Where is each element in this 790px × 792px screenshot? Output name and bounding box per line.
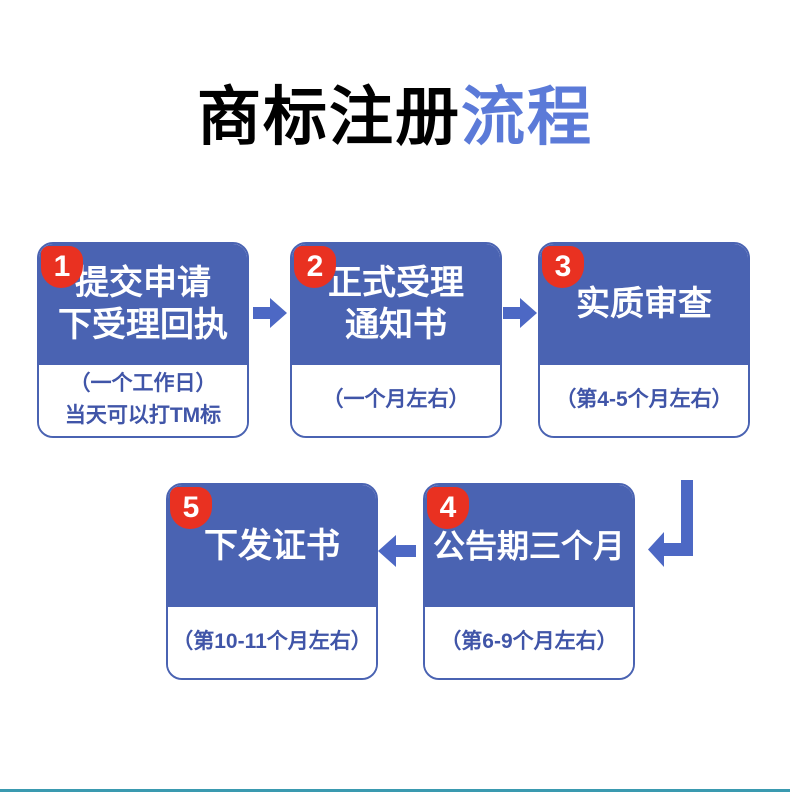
step-title: 正式受理 通知书 — [292, 244, 500, 365]
step-number-badge: 1 — [41, 246, 83, 288]
arrow-right-icon — [503, 298, 537, 328]
page-title-blue-part: 流程 — [461, 81, 593, 153]
step-number: 1 — [53, 250, 71, 283]
arrow-down-left-icon — [646, 480, 696, 575]
arrow-left-icon — [378, 535, 416, 567]
step-box-3: 3 实质审查 （第4-5个月左右） — [538, 242, 750, 438]
page-title-black-part: 商标注册 — [197, 81, 461, 153]
arrow-right-icon — [253, 298, 287, 328]
step-duration: （第6-9个月左右） — [425, 606, 633, 678]
step-box-2: 2 正式受理 通知书 （一个月左右） — [290, 242, 502, 438]
step-number: 4 — [439, 491, 457, 524]
step-number-badge: 2 — [294, 246, 336, 288]
step-duration: （一个月左右） — [292, 364, 500, 436]
step-number-badge: 3 — [542, 246, 584, 288]
step-number: 2 — [306, 250, 324, 283]
step-box-5: 5 下发证书 （第10-11个月左右） — [166, 483, 378, 680]
step-box-1: 1 提交申请 下受理回执 （一个工作日） 当天可以打TM标 — [37, 242, 249, 438]
step-duration: （一个工作日） 当天可以打TM标 — [39, 364, 247, 436]
step-number: 3 — [554, 250, 572, 283]
page-title: 商标注册流程 — [0, 82, 790, 152]
step-number-badge: 5 — [170, 487, 212, 529]
step-number-badge: 4 — [427, 487, 469, 529]
footer-accent-bar — [0, 789, 790, 792]
step-duration: （第4-5个月左右） — [540, 364, 748, 436]
step-number: 5 — [182, 491, 200, 524]
step-title: 提交申请 下受理回执 — [39, 244, 247, 365]
step-box-4: 4 公告期三个月 （第6-9个月左右） — [423, 483, 635, 680]
step-duration: （第10-11个月左右） — [168, 606, 376, 678]
